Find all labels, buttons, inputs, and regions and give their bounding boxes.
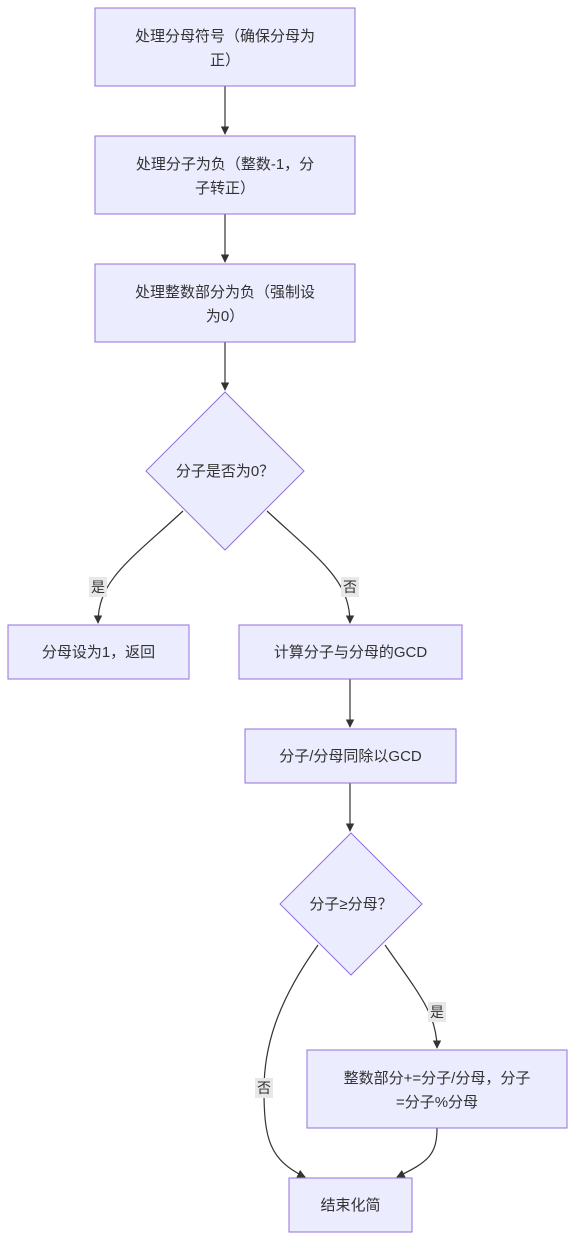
node-text-line: 处理分子为负（整数-1，分 — [136, 156, 314, 173]
edge-d2-n7 — [384, 944, 442, 1049]
node-text-line: 整数部分+=分子/分母，分子 — [344, 1070, 531, 1087]
node-text-line: 子转正） — [195, 180, 255, 197]
edge-d1-n5 — [266, 510, 355, 624]
node-compute-gcd: 计算分子与分母的GCD — [238, 624, 463, 680]
node-text-line: 处理分母符号（确保分母为 — [135, 28, 315, 45]
decision-numerator-zero: 分子是否为0？ — [145, 391, 305, 551]
node-handle-denominator-sign: 处理分母符号（确保分母为 正） — [94, 7, 356, 87]
edge-label-d2-yes: 是 — [428, 1002, 446, 1022]
edge-label-d1-no-text: 否 — [343, 579, 357, 595]
node-text-line: 为0） — [206, 308, 244, 325]
edge-label-d2-no-text: 否 — [257, 1080, 271, 1096]
edge-label-d2-no: 否 — [255, 1078, 273, 1098]
node-text-line: 分子/分母同除以GCD — [279, 748, 422, 765]
decision-text: 分子≥分母？ — [309, 896, 392, 913]
edge-n7-n8 — [396, 1127, 438, 1178]
node-text-line: 分母设为1，返回 — [42, 644, 155, 661]
decision-text: 分子是否为0？ — [176, 463, 274, 480]
decision-numerator-ge-denominator: 分子≥分母？ — [279, 832, 423, 976]
node-text-line: =分子%分母 — [396, 1094, 478, 1111]
edge-label-d1-no: 否 — [341, 577, 359, 597]
edge-d1-n4 — [93, 510, 184, 624]
node-handle-negative-numerator: 处理分子为负（整数-1，分 子转正） — [94, 135, 356, 215]
node-extract-integer-part: 整数部分+=分子/分母，分子 =分子%分母 — [306, 1049, 568, 1129]
node-text-line: 计算分子与分母的GCD — [274, 643, 428, 661]
edge-label-d1-yes-text: 是 — [91, 579, 105, 595]
edge-label-d1-yes: 是 — [89, 577, 107, 597]
node-text-line: 结束化简 — [320, 1197, 380, 1214]
edge-label-d2-yes-text: 是 — [430, 1004, 444, 1020]
node-set-denominator-one: 分母设为1，返回 — [7, 624, 190, 680]
node-divide-by-gcd: 分子/分母同除以GCD — [244, 728, 457, 784]
node-handle-negative-integer: 处理整数部分为负（强制设 为0） — [94, 263, 356, 343]
node-text-line: 处理整数部分为负（强制设 — [135, 284, 315, 301]
node-text-line: 正） — [210, 52, 240, 69]
node-end-simplify: 结束化简 — [288, 1177, 413, 1233]
